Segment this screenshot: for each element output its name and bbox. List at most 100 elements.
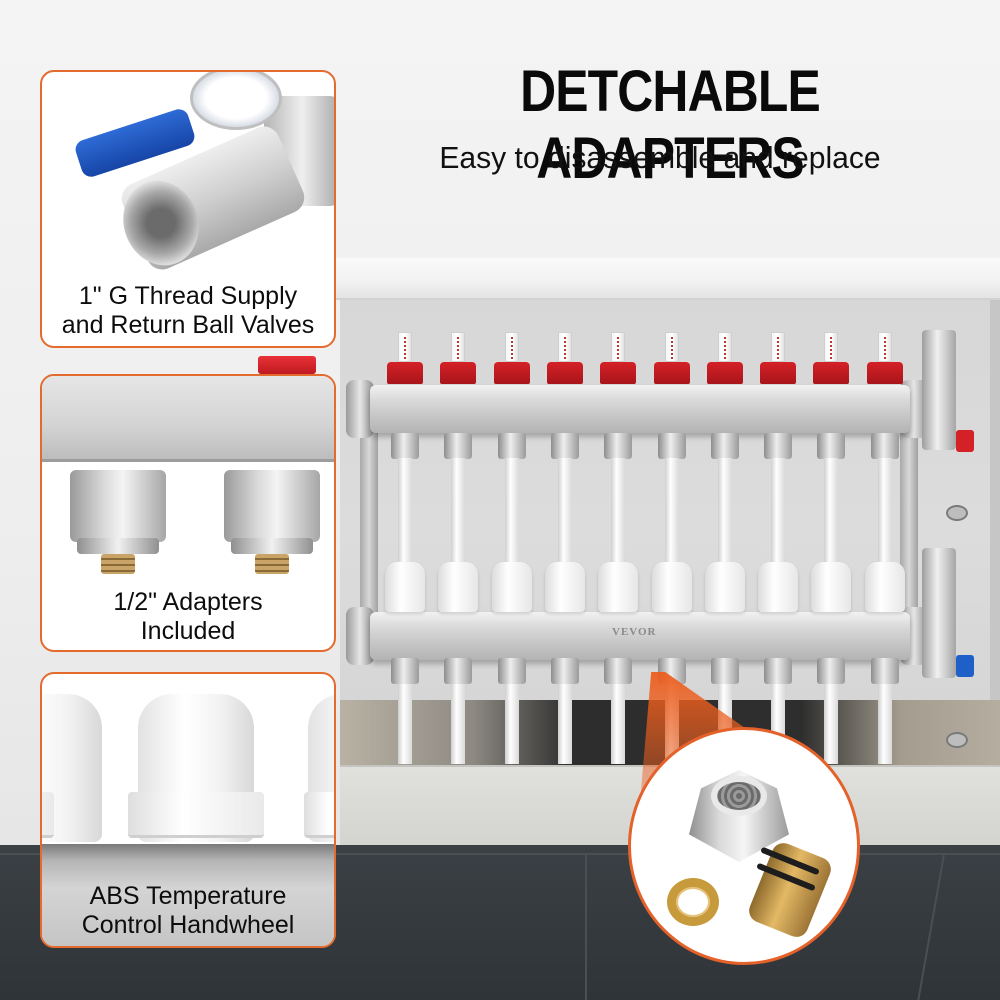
flow-scale — [724, 337, 726, 359]
caption-line-2: Included — [140, 617, 236, 645]
return-fitting — [817, 658, 845, 684]
loop-pipe — [824, 684, 838, 764]
callout-ball-valves: 1" G Thread Supply and Return Ball Valve… — [40, 70, 336, 348]
flow-meter-cap — [440, 362, 476, 384]
brass-split-ring — [667, 878, 719, 926]
loop-pipe — [824, 458, 838, 566]
flow-meter-cap — [760, 362, 796, 384]
flow-meter-icon — [558, 332, 572, 362]
loop-pipe — [451, 684, 465, 764]
supply-fitting — [604, 433, 632, 459]
temperature-handwheel — [385, 562, 425, 612]
callout-caption: 1/2" Adapters Included — [42, 588, 334, 646]
brand-logo: VEVOR — [612, 626, 657, 638]
supply-fitting — [498, 433, 526, 459]
return-air-vent-valve — [922, 548, 956, 678]
return-manifold-bar: VEVOR — [370, 612, 910, 660]
temperature-handwheel — [811, 562, 851, 612]
loop-pipe — [451, 458, 465, 566]
loop-pipe — [771, 458, 785, 566]
adapter-nut — [70, 470, 166, 542]
loop-pipe — [878, 684, 892, 764]
flow-meter-icon — [611, 332, 625, 362]
return-fitting — [551, 658, 579, 684]
loop-pipe — [398, 458, 412, 566]
flow-meter-cap — [867, 362, 903, 384]
supply-fitting — [871, 433, 899, 459]
callout-handwheel: ABS Temperature Control Handwheel — [40, 672, 336, 948]
return-fitting — [764, 658, 792, 684]
flow-meter-cap — [547, 362, 583, 384]
return-fitting — [498, 658, 526, 684]
callout-caption: ABS Temperature Control Handwheel — [42, 882, 334, 940]
mounting-bracket-left — [360, 395, 378, 635]
flow-meter-cap — [387, 362, 423, 384]
brass-pex-insert — [745, 839, 835, 941]
flow-meter-icon — [451, 332, 465, 362]
return-fitting — [604, 658, 632, 684]
loop-pipe — [611, 684, 625, 764]
handwheel-collar — [304, 792, 334, 838]
flow-scale — [777, 337, 779, 359]
flow-scale — [564, 337, 566, 359]
flow-meter-icon — [824, 332, 838, 362]
drain-cap-icon — [946, 505, 968, 521]
caption-line-2: and Return Ball Valves — [61, 311, 315, 339]
temperature-handwheel — [865, 562, 905, 612]
return-fitting — [444, 658, 472, 684]
adapter-nut — [224, 470, 320, 542]
adapter-ring — [77, 538, 159, 554]
flow-meter-cap — [494, 362, 530, 384]
supply-fitting — [817, 433, 845, 459]
supply-ball-valve-handle — [258, 356, 316, 374]
temperature-handwheel — [438, 562, 478, 612]
brass-insert — [255, 554, 289, 574]
callout-caption: 1" G Thread Supply and Return Ball Valve… — [42, 282, 334, 340]
drain-cap-icon — [946, 732, 968, 748]
manifold-rail-closeup — [42, 844, 334, 946]
temperature-handwheel — [705, 562, 745, 612]
flow-scale — [404, 337, 406, 359]
loop-pipe — [505, 458, 519, 566]
supply-manifold-bar — [370, 385, 910, 433]
flow-meter-cap — [707, 362, 743, 384]
caption-line-1: 1" G Thread Supply — [78, 282, 298, 310]
cabinet-side-wall — [990, 300, 1000, 760]
flow-scale — [511, 337, 513, 359]
flow-scale — [671, 337, 673, 359]
loop-pipe — [558, 458, 572, 566]
tile-joint — [585, 853, 587, 1000]
return-union-left — [346, 607, 374, 665]
thermometer-gauge-icon — [190, 72, 282, 130]
flow-meter-icon — [771, 332, 785, 362]
loop-pipe — [505, 684, 519, 764]
loop-pipe — [558, 684, 572, 764]
flow-meter-icon — [398, 332, 412, 362]
supply-fitting — [658, 433, 686, 459]
temperature-handwheel — [758, 562, 798, 612]
supply-fitting — [764, 433, 792, 459]
return-fitting — [711, 658, 739, 684]
handwheel-collar — [42, 792, 54, 838]
supply-fitting — [711, 433, 739, 459]
adapter-parts-zoom-circle — [628, 727, 860, 965]
return-fitting — [871, 658, 899, 684]
temperature-handwheel — [652, 562, 692, 612]
callout-adapters: 1/2" Adapters Included — [40, 374, 336, 652]
page-subtitle: Easy to disassemble and replace — [439, 140, 881, 175]
supply-fitting — [391, 433, 419, 459]
temperature-handwheel — [598, 562, 638, 612]
cabinet-top-shelf — [335, 258, 1000, 300]
flow-meter-cap — [654, 362, 690, 384]
flow-meter-icon — [505, 332, 519, 362]
return-fitting — [391, 658, 419, 684]
page-title: DETCHABLE ADAPTERS — [520, 59, 821, 191]
brass-insert — [101, 554, 135, 574]
flow-meter-icon — [878, 332, 892, 362]
tile-joint — [0, 853, 1000, 855]
temperature-handwheel — [545, 562, 585, 612]
loop-pipe — [611, 458, 625, 566]
loop-pipe — [665, 458, 679, 566]
caption-line-1: 1/2" Adapters — [113, 588, 263, 616]
flow-meter-icon — [665, 332, 679, 362]
